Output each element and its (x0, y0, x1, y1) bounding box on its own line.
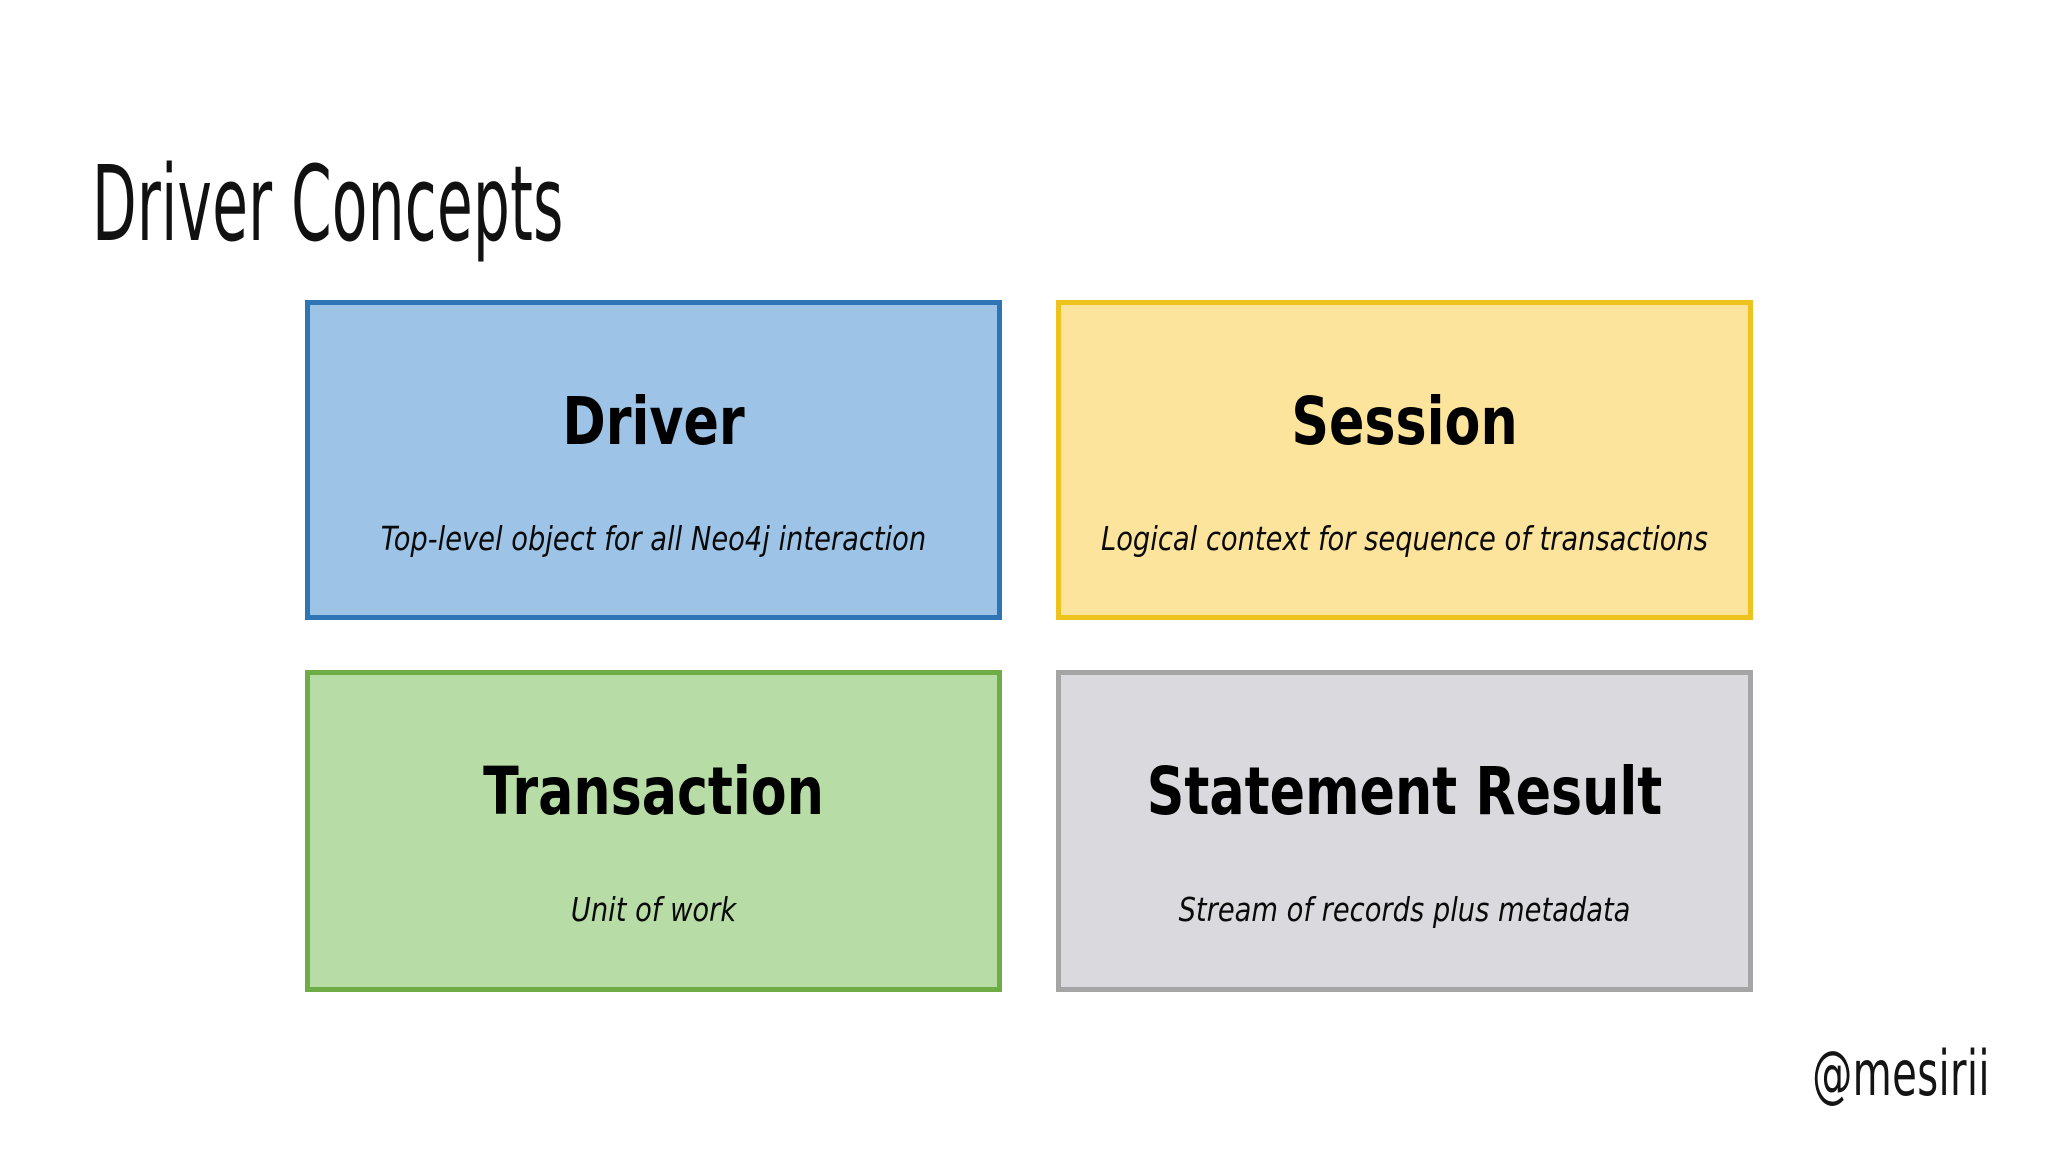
card-title-statement-result: Statement Result (1146, 753, 1663, 831)
card-title-session: Session (1291, 382, 1518, 460)
card-title-transaction: Transaction (483, 753, 824, 831)
concept-card-transaction[interactable]: Transaction Unit of work (305, 670, 1002, 992)
author-handle: @mesirii (1812, 1037, 1990, 1110)
page-title: Driver Concepts (92, 142, 564, 265)
concept-card-session[interactable]: Session Logical context for sequence of … (1056, 300, 1753, 620)
card-subtitle-transaction: Unit of work (570, 890, 737, 930)
card-subtitle-driver: Top-level object for all Neo4j interacti… (380, 519, 927, 558)
concept-card-driver[interactable]: Driver Top-level object for all Neo4j in… (305, 300, 1002, 620)
concept-card-statement-result[interactable]: Statement Result Stream of records plus … (1056, 670, 1753, 992)
card-subtitle-statement-result: Stream of records plus metadata (1178, 890, 1631, 930)
card-title-driver: Driver (562, 382, 745, 460)
card-subtitle-session: Logical context for sequence of transact… (1101, 519, 1708, 558)
concept-card-grid: Driver Top-level object for all Neo4j in… (305, 300, 1753, 992)
